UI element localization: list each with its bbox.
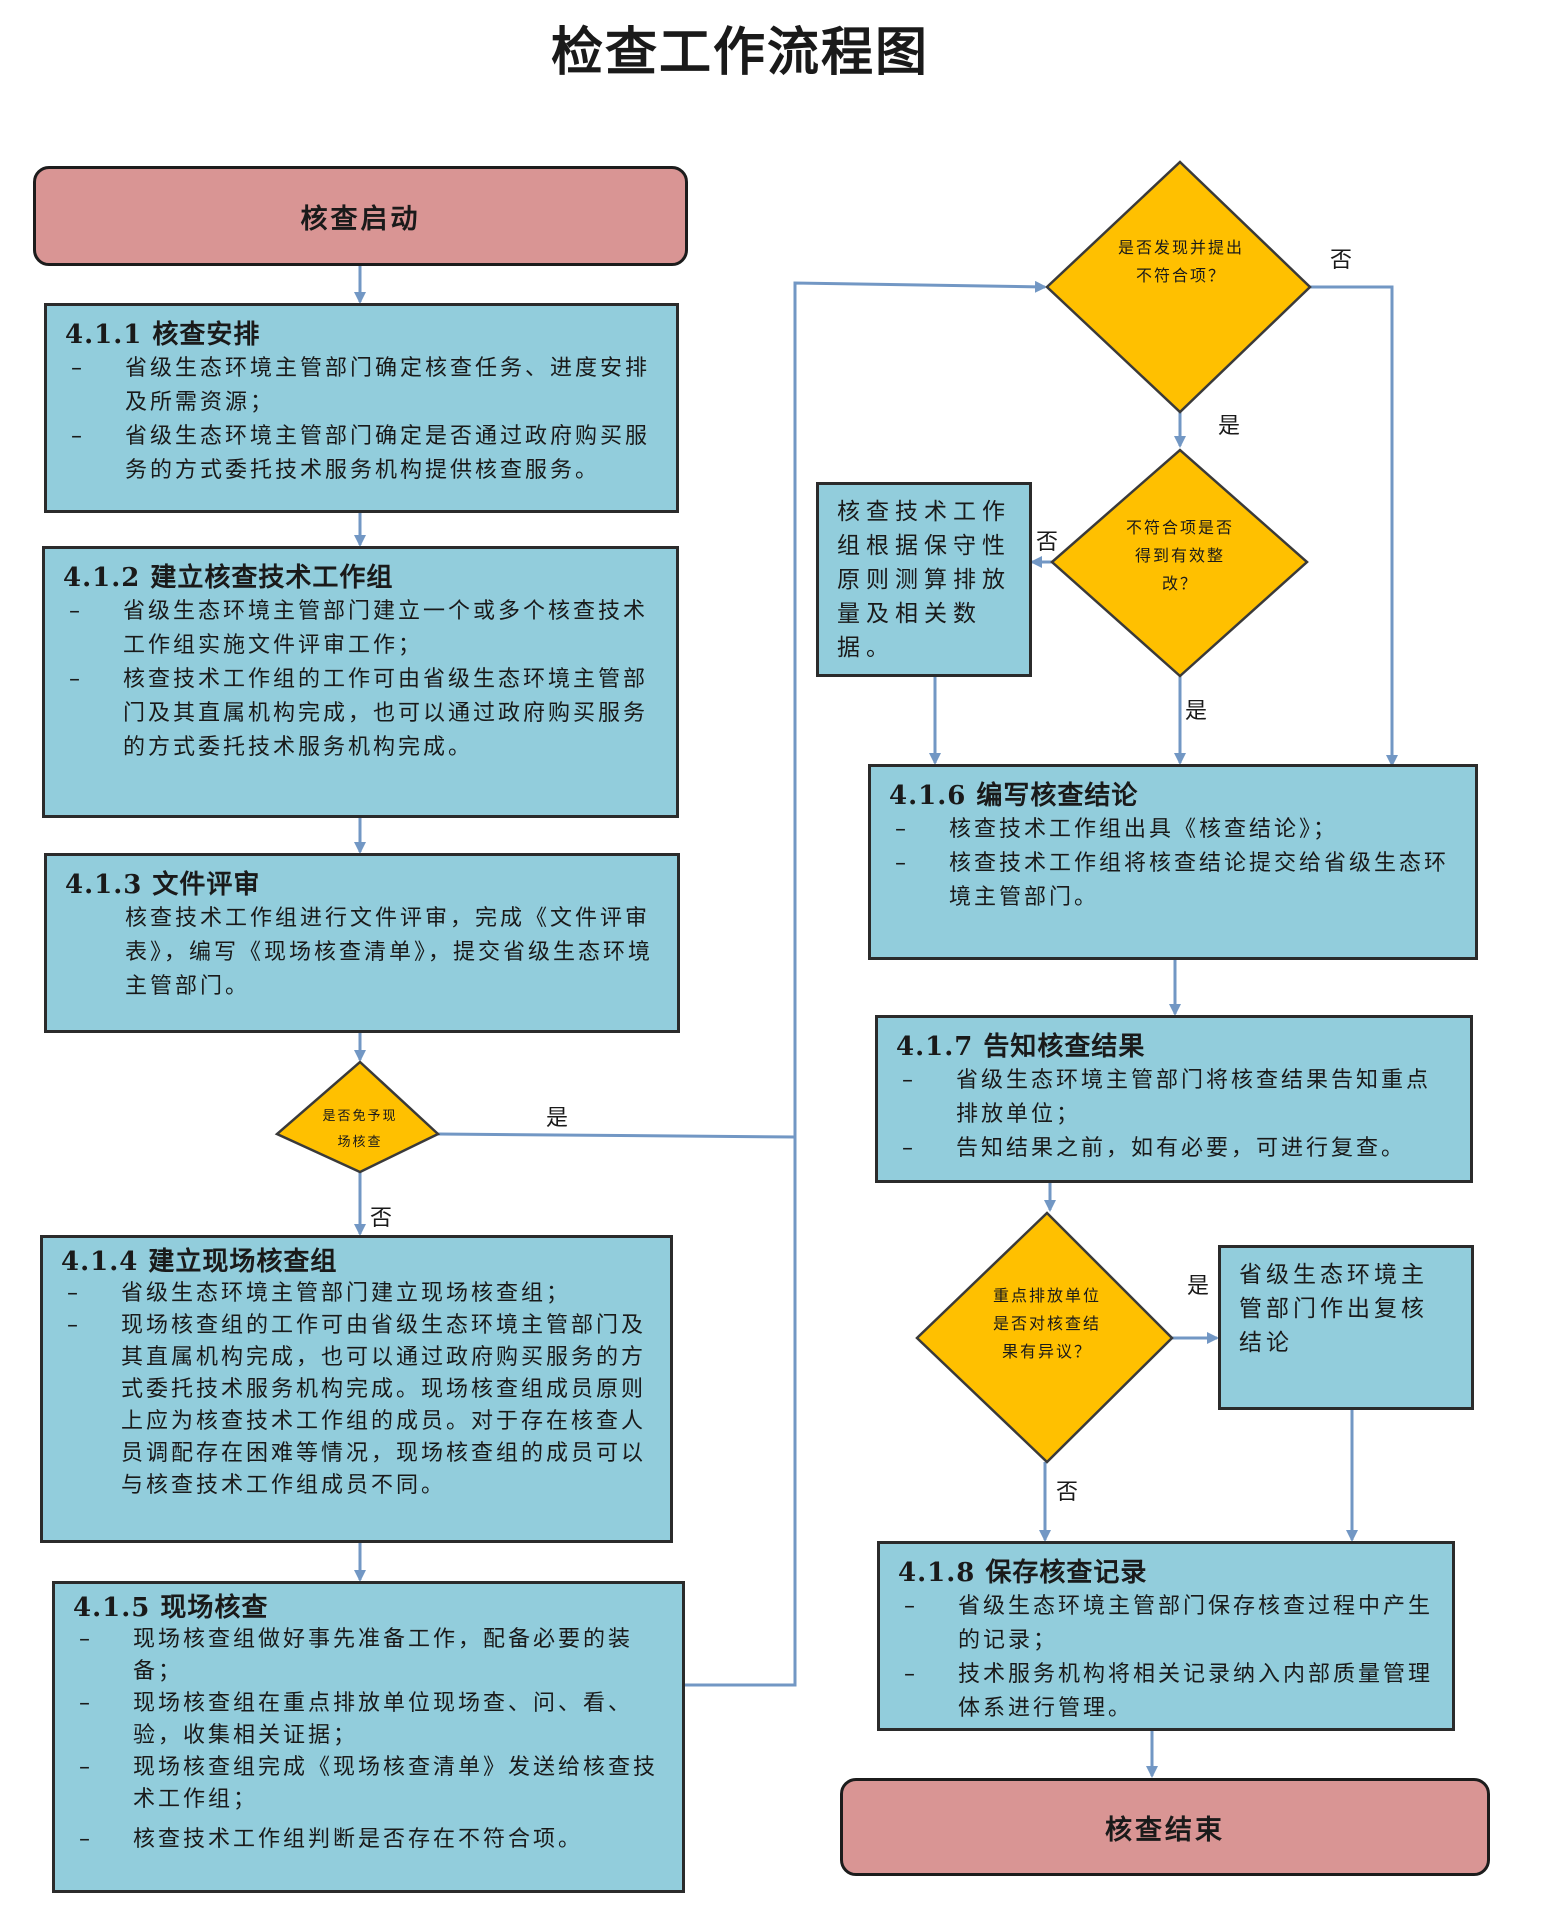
note-review-text: 省级生态环境主管部门作出复核结论 <box>1239 1262 1428 1356</box>
step-4-1-2: 4.1.2 建立核查技术工作组 省级生态环境主管部门建立一个或多个核查技术工作组… <box>42 546 679 818</box>
decision-fixed-shape <box>1050 448 1309 678</box>
step-4-1-4-heading: 4.1.4 建立现场核查组 <box>61 1247 338 1277</box>
step-4-1-2-heading: 4.1.2 建立核查技术工作组 <box>63 563 394 593</box>
step-4-1-1-heading: 4.1.1 核查安排 <box>65 320 261 350</box>
label-fixed-yes: 是 <box>1185 699 1208 724</box>
label-found-no: 否 <box>1330 248 1353 273</box>
end-label: 核查结束 <box>1105 1814 1225 1846</box>
step-4-1-8: 4.1.8 保存核查记录 省级生态环境主管部门保存核查过程中产生的记录； 技术服… <box>877 1541 1455 1731</box>
arrow-exempt-yes-to-found <box>437 280 1047 1139</box>
step-4-1-4-item: 现场核查组的工作可由省级生态环境主管部门及其直属机构完成，也可以通过政府购买服务… <box>61 1310 652 1502</box>
step-4-1-5: 4.1.5 现场核查 现场核查组做好事先准备工作，配备必要的装备； 现场核查组在… <box>52 1581 685 1893</box>
step-4-1-1-item: 省级生态环境主管部门确定核查任务、进度安排及所需资源； <box>65 352 658 420</box>
step-4-1-3-heading: 4.1.3 文件评审 <box>65 870 261 900</box>
decision-exempt-shape <box>274 1060 441 1174</box>
step-4-1-5-item: 现场核查组在重点排放单位现场查、问、看、验，收集相关证据； <box>73 1688 664 1752</box>
end-terminal: 核查结束 <box>840 1778 1490 1876</box>
step-4-1-1-item: 省级生态环境主管部门确定是否通过政府购买服务的方式委托技术服务机构提供核查服务。 <box>65 420 658 488</box>
note-review: 省级生态环境主管部门作出复核结论 <box>1218 1245 1474 1410</box>
step-4-1-5-heading: 4.1.5 现场核查 <box>73 1593 269 1623</box>
step-4-1-2-item: 省级生态环境主管部门建立一个或多个核查技术工作组实施文件评审工作； <box>63 595 658 663</box>
step-4-1-5-item: 现场核查组完成《现场核查清单》发送给核查技术工作组； <box>73 1752 664 1816</box>
step-4-1-6: 4.1.6 编写核查结论 核查技术工作组出具《核查结论》； 核查技术工作组将核查… <box>868 764 1478 960</box>
step-4-1-7: 4.1.7 告知核查结果 省级生态环境主管部门将核查结果告知重点排放单位； 告知… <box>875 1015 1473 1183</box>
label-objection-no: 否 <box>1056 1480 1079 1505</box>
step-4-1-8-item: 省级生态环境主管部门保存核查过程中产生的记录； <box>898 1590 1434 1658</box>
step-4-1-7-item: 省级生态环境主管部门将核查结果告知重点排放单位； <box>896 1064 1452 1132</box>
arrow-415-to-main-line <box>683 1137 797 1687</box>
decision-fixed-label: 不符合项是否得到有效整改？ <box>1125 518 1234 593</box>
start-terminal: 核查启动 <box>33 166 688 266</box>
label-found-yes: 是 <box>1218 414 1241 439</box>
decision-exempt-label: 是否免予现场核查 <box>322 1109 398 1150</box>
step-4-1-3-text: 核查技术工作组进行文件评审，完成《文件评审表》，编写《现场核查清单》，提交省级生… <box>125 906 654 999</box>
step-4-1-5-item: 现场核查组做好事先准备工作，配备必要的装备； <box>73 1624 664 1688</box>
decision-found-label: 是否发现并提出不符合项？ <box>1118 238 1245 285</box>
label-exempt-no: 否 <box>370 1206 393 1231</box>
step-4-1-7-heading: 4.1.7 告知核查结果 <box>896 1032 1146 1062</box>
decision-found-shape <box>1045 160 1312 414</box>
start-label: 核查启动 <box>300 203 421 235</box>
step-4-1-6-item: 核查技术工作组出具《核查结论》； <box>889 813 1457 847</box>
label-exempt-yes: 是 <box>546 1106 569 1131</box>
label-objection-yes: 是 <box>1187 1274 1210 1299</box>
label-fixed-no: 否 <box>1036 530 1059 555</box>
step-4-1-6-item: 核查技术工作组将核查结论提交给省级生态环境主管部门。 <box>889 847 1457 915</box>
step-4-1-5-item: 核查技术工作组判断是否存在不符合项。 <box>73 1824 664 1856</box>
step-4-1-3: 4.1.3 文件评审 核查技术工作组进行文件评审，完成《文件评审表》，编写《现场… <box>44 853 680 1033</box>
step-4-1-2-item: 核查技术工作组的工作可由省级生态环境主管部门及其直属机构完成，也可以通过政府购买… <box>63 663 658 765</box>
decision-objection-shape <box>915 1211 1174 1464</box>
arrow-found-no-to-416 <box>1310 285 1398 767</box>
step-4-1-8-item: 技术服务机构将相关记录纳入内部质量管理体系进行管理。 <box>898 1658 1434 1726</box>
step-4-1-8-heading: 4.1.8 保存核查记录 <box>898 1558 1148 1588</box>
step-4-1-6-heading: 4.1.6 编写核查结论 <box>889 781 1139 811</box>
page-title: 检查工作流程图 <box>550 22 929 83</box>
step-4-1-7-item: 告知结果之前，如有必要，可进行复查。 <box>896 1132 1452 1166</box>
step-4-1-4-item: 省级生态环境主管部门建立现场核查组； <box>61 1278 652 1310</box>
step-4-1-1: 4.1.1 核查安排 省级生态环境主管部门确定核查任务、进度安排及所需资源； 省… <box>44 303 679 513</box>
decision-objection-label: 重点排放单位是否对核查结果有异议？ <box>992 1286 1101 1361</box>
note-conservative: 核查技术工作组根据保守性原则测算排放量及相关数据。 <box>816 482 1032 677</box>
step-4-1-4: 4.1.4 建立现场核查组 省级生态环境主管部门建立现场核查组； 现场核查组的工… <box>40 1235 673 1543</box>
note-conservative-text: 核查技术工作组根据保守性原则测算排放量及相关数据。 <box>837 499 1011 661</box>
